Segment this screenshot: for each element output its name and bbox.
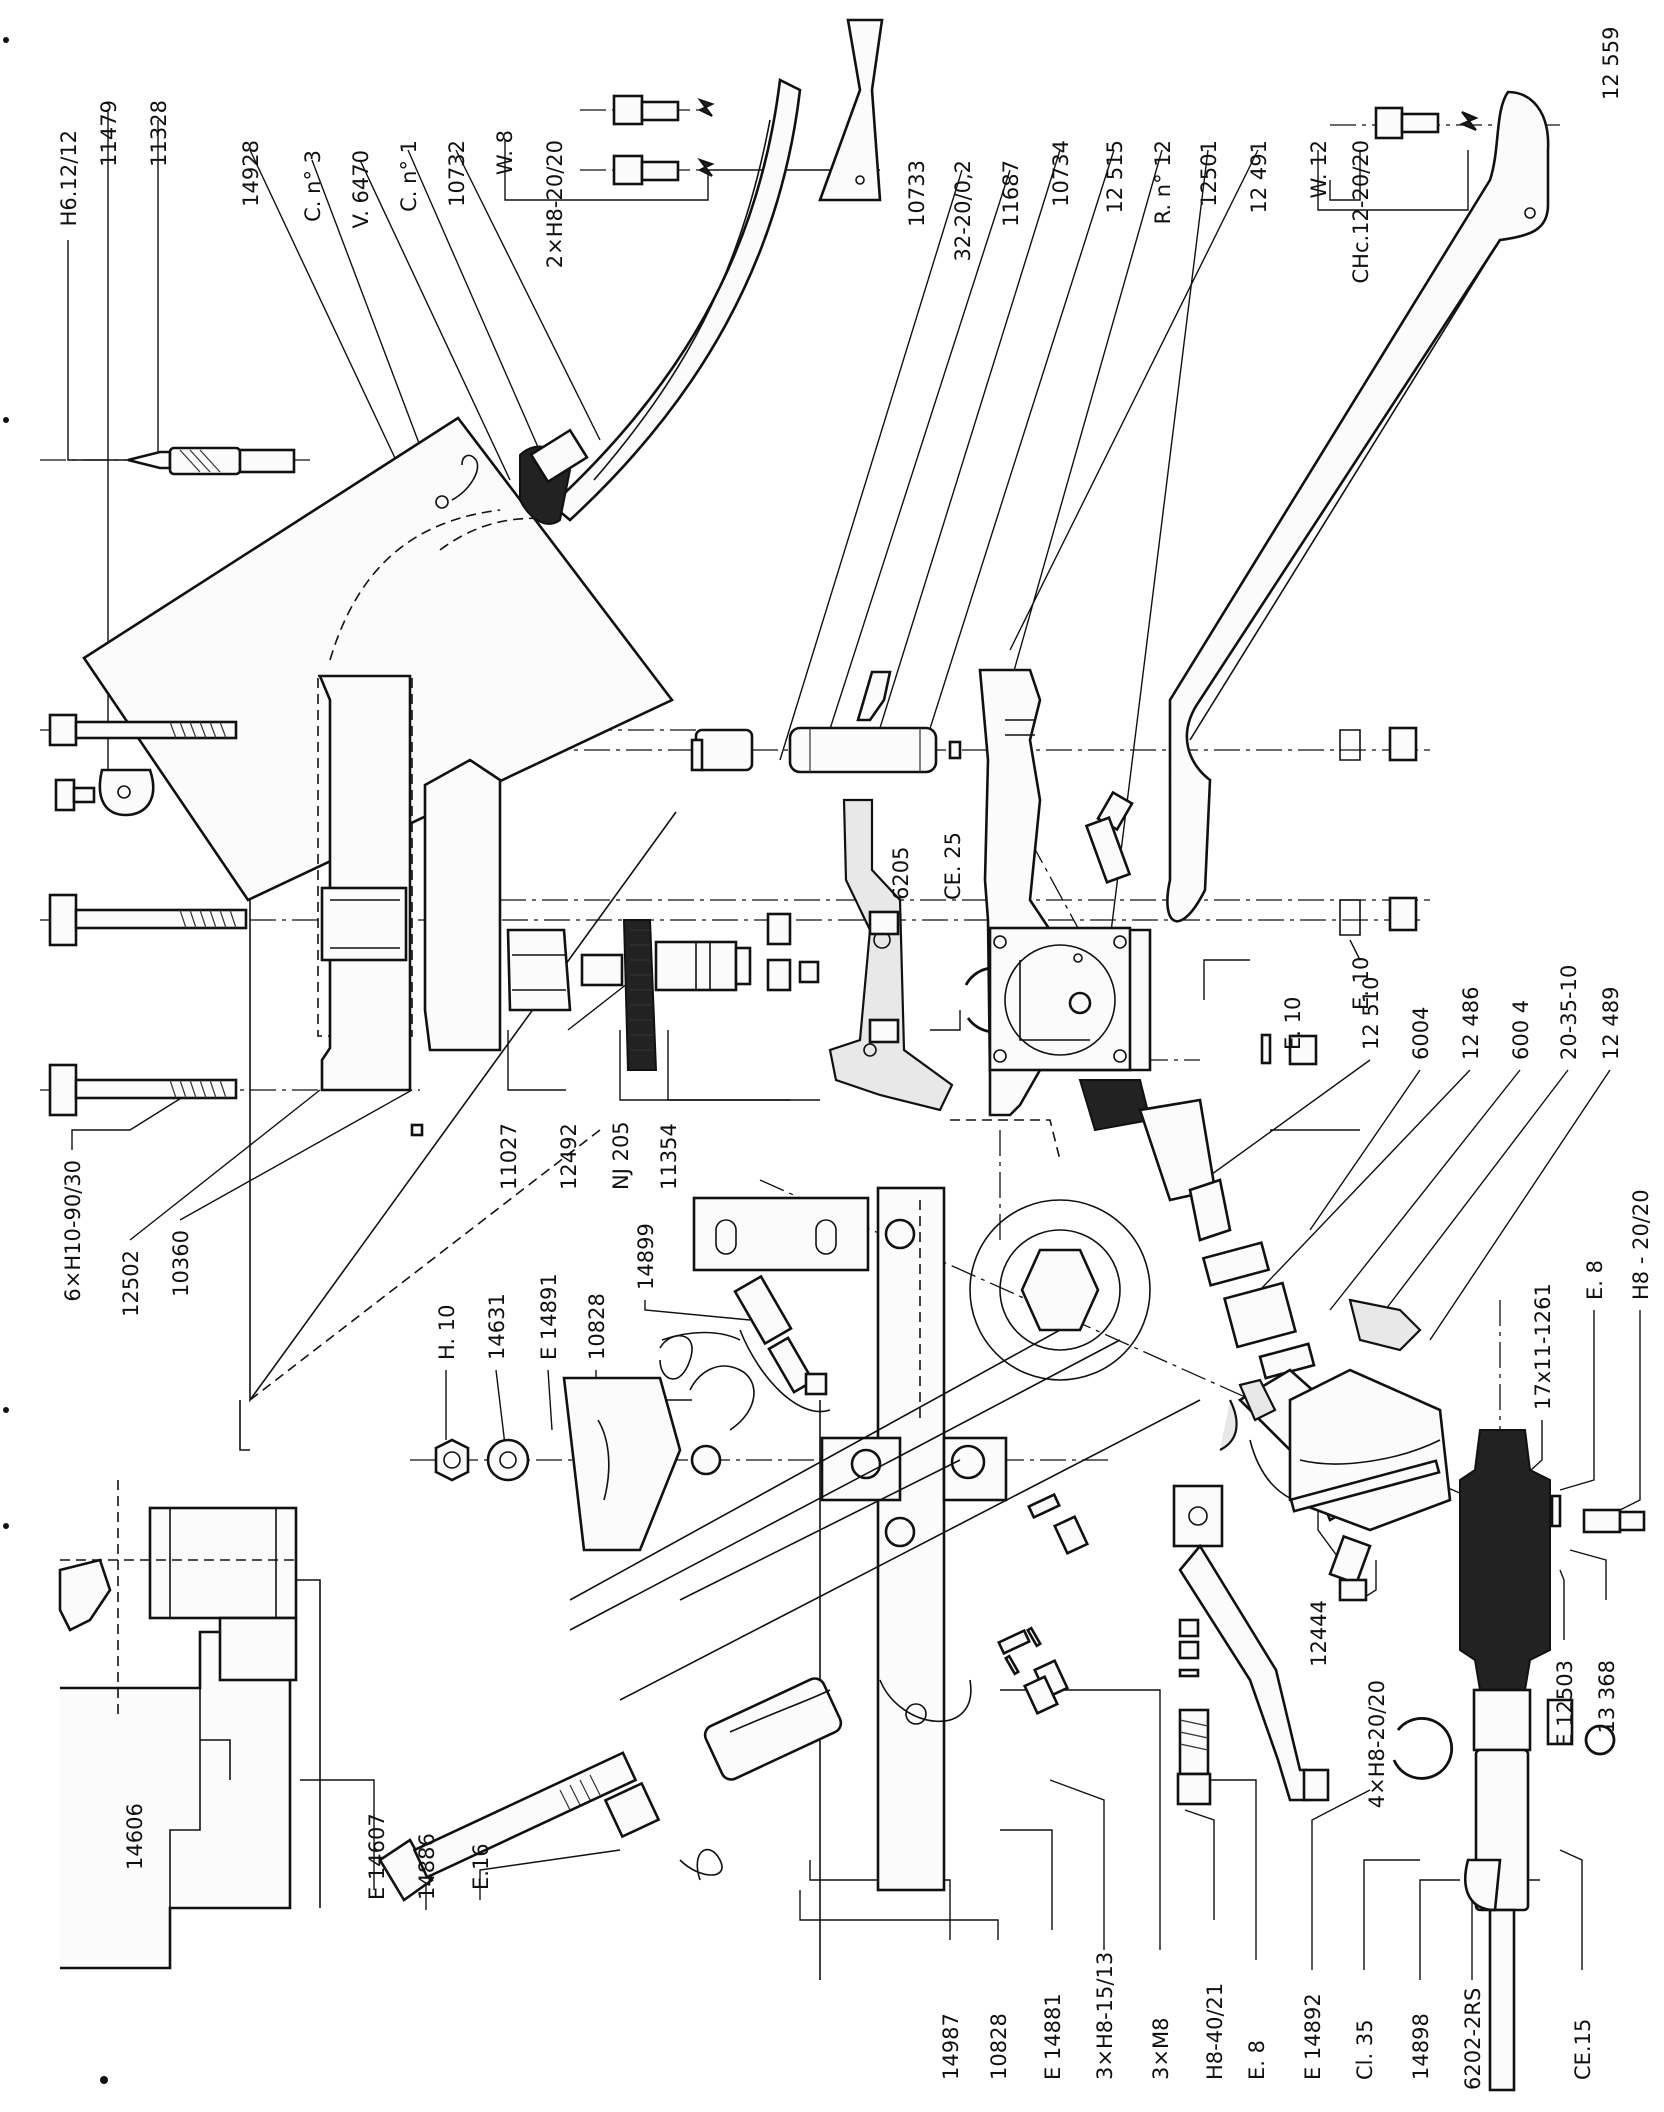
label-e16: E.16 [469, 1843, 493, 1890]
label-12486: 12 486 [1459, 987, 1483, 1060]
label-h6-12-12: H6.12/12 [57, 130, 81, 226]
label-12501: 12501 [1197, 140, 1221, 207]
guard-12559 [1166, 90, 1550, 923]
label-14631: 14631 [485, 1293, 509, 1360]
tie-rod [661, 1274, 828, 1396]
label-11027: 11027 [497, 1123, 521, 1190]
label-r-n12: R. n° 12 [1151, 140, 1175, 224]
split-pins [659, 1335, 1043, 1676]
label-14886: 14886 [415, 1833, 439, 1900]
label-12491: 12 491 [1247, 140, 1271, 213]
housing-14606 [58, 1400, 321, 1970]
label-14928: 14928 [239, 140, 263, 207]
label-12492: 12492 [557, 1123, 581, 1190]
bolt-12501 [1084, 790, 1134, 884]
label-ce15: CE.15 [1571, 2019, 1595, 2080]
label-6xh10-90-30: 6×H10-90/30 [61, 1160, 85, 1302]
label-c-n1: C. n° 1 [397, 140, 421, 212]
label-6205: 6205 [889, 847, 913, 900]
tensioner-assembly [562, 1119, 1201, 1980]
label-11687: 11687 [999, 160, 1023, 227]
label-12559: 12 559 [1599, 27, 1623, 100]
small-bolts-right [1260, 726, 1646, 1602]
label-10828-top: 10828 [585, 1293, 609, 1360]
label-10360: 10360 [169, 1230, 193, 1297]
label-17x11-1261: 17x11-1261 [1531, 1283, 1555, 1410]
label-w12: W. 12 [1307, 140, 1331, 198]
label-11479: 11479 [97, 100, 121, 167]
label-11354: 11354 [657, 1123, 681, 1190]
label-nj205: NJ 205 [609, 1121, 633, 1190]
label-4xh8-20-20: 4×H8-20/20 [1365, 1680, 1389, 1808]
label-14606: 14606 [123, 1803, 147, 1870]
label-10734: 10734 [1049, 140, 1073, 207]
label-10732: 10732 [445, 140, 469, 207]
casting-11354 [828, 670, 954, 1112]
top-bolts [612, 94, 1479, 186]
label-3xm8: 3×M8 [1149, 2018, 1173, 2080]
label-e10-top: E. 10 [1281, 997, 1305, 1050]
bolt-14886 [378, 1677, 843, 1902]
label-10828-bottom: 10828 [987, 2013, 1011, 2080]
label-12489: 12 489 [1599, 987, 1623, 1060]
label-e12503: E 12503 [1553, 1660, 1577, 1747]
label-12510: 12 510 [1359, 977, 1383, 1050]
shaft-10734 [690, 726, 962, 774]
label-e14891: E 14891 [537, 1273, 561, 1360]
label-14899: 14899 [634, 1223, 658, 1290]
label-6004-a: 6004 [1409, 1007, 1433, 1060]
label-h10: H. 10 [435, 1305, 459, 1361]
part-labels: H6.12/12 11479 11328 14928 C. n° 3 V. 64… [57, 27, 1653, 2090]
label-12515: 12 515 [1103, 140, 1127, 213]
label-v6470: V. 6470 [349, 150, 373, 228]
label-3xh8-15-13: 3×H8-15/13 [1093, 1952, 1117, 2080]
bolts-3xh8 [997, 1492, 1090, 1715]
handle-bar-10732 [519, 18, 884, 525]
label-e14607: E 14607 [365, 1813, 389, 1900]
page-marks [3, 37, 108, 2084]
gear-group [506, 912, 820, 1071]
gearbox-housing [978, 668, 1152, 1117]
pulley [1459, 1429, 1551, 2092]
label-14987: 14987 [939, 2013, 963, 2080]
label-6004-b: 600 4 [1509, 1000, 1533, 1060]
arm-e14892 [1172, 1484, 1330, 1806]
label-2xh8-20-20: 2×H8-20/20 [543, 140, 567, 268]
label-14898: 14898 [1409, 2013, 1433, 2080]
label-cl35: Cl. 35 [1353, 2019, 1377, 2080]
nut-washer [434, 1438, 530, 1482]
label-20-35-10: 20-35-10 [1557, 965, 1581, 1060]
label-12502: 12502 [119, 1250, 143, 1317]
label-e8-bottom: E. 8 [1245, 2040, 1269, 2080]
label-11328: 11328 [147, 100, 171, 167]
label-e8-right: E. 8 [1583, 1260, 1607, 1300]
label-e14892: E 14892 [1301, 1993, 1325, 2080]
bracket-12502 [318, 674, 502, 1137]
label-13368: 13 368 [1595, 1660, 1619, 1733]
leader-lines [67, 110, 1641, 1980]
label-e10-right: E. 10 [1349, 957, 1373, 1010]
label-chc12-20-20: CHc.12-20/20 [1349, 140, 1373, 284]
label-c-n3: C. n° 3 [301, 150, 325, 222]
label-10733: 10733 [905, 160, 929, 227]
label-e14881: E 14881 [1041, 1993, 1065, 2080]
label-12444: 12444 [1307, 1600, 1331, 1667]
label-32-20-0-2: 32-20/0,2 [951, 160, 975, 262]
label-6202-2rs: 6202-2RS [1461, 1988, 1485, 2090]
clamp-12444 [1288, 1368, 1452, 1532]
label-h8-20-20: H8 - 20/20 [1629, 1189, 1653, 1300]
circlips [1392, 1698, 1616, 1780]
label-h8-40-21: H8-40/21 [1203, 1983, 1227, 2080]
label-ce25: CE. 25 [941, 832, 965, 900]
label-w8: W. 8 [493, 130, 517, 175]
left-bolts [48, 446, 296, 1117]
